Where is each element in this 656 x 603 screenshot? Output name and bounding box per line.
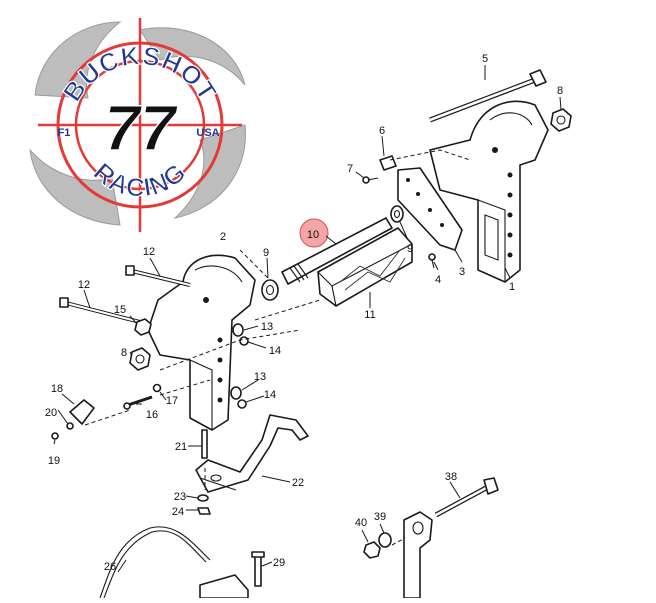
part-5-bolt bbox=[429, 69, 547, 123]
callout-9-right: 9 bbox=[407, 243, 413, 255]
part-11-block bbox=[317, 227, 413, 307]
part-20-washer bbox=[66, 422, 74, 430]
part-21-pin bbox=[201, 429, 208, 459]
part-23-washer bbox=[197, 494, 209, 502]
part-17-nut bbox=[152, 383, 162, 393]
part-39-washer bbox=[378, 532, 392, 548]
logo-number: 77 bbox=[104, 92, 179, 164]
callout-14-lower: 14 bbox=[264, 389, 276, 401]
part-29-bolt bbox=[251, 551, 265, 587]
callout-8-right: 8 bbox=[557, 85, 563, 97]
part-10-tube bbox=[281, 217, 393, 285]
part-9-washer-left bbox=[261, 279, 279, 301]
callout-2: 2 bbox=[220, 231, 226, 243]
callout-4: 4 bbox=[435, 274, 441, 286]
part-lower-housing bbox=[199, 574, 249, 599]
part-14-nut-lower bbox=[237, 399, 247, 409]
callout-24: 24 bbox=[172, 506, 184, 518]
callout-leaders bbox=[53, 65, 562, 573]
part-15-nut bbox=[134, 318, 152, 336]
callout-labels: 5 8 6 7 10 9 3 4 1 2 9 11 12 12 15 8 13 … bbox=[45, 53, 563, 573]
callout-8-left: 8 bbox=[121, 347, 127, 359]
callout-7: 7 bbox=[347, 163, 353, 175]
callout-39: 39 bbox=[374, 511, 386, 523]
callout-21: 21 bbox=[175, 441, 187, 453]
part-8-nut-right bbox=[550, 108, 572, 132]
part-14-nut-upper bbox=[239, 336, 249, 346]
part-40-nut bbox=[363, 541, 381, 559]
callout-3: 3 bbox=[459, 266, 465, 278]
part-1-clamp-bracket bbox=[429, 100, 549, 283]
callout-17: 17 bbox=[166, 395, 178, 407]
part-16-bolt bbox=[123, 395, 153, 410]
part-12-bolt-upper bbox=[125, 265, 191, 287]
callout-18: 18 bbox=[51, 383, 63, 395]
part-10-highlight bbox=[299, 218, 329, 248]
part-22-bracket bbox=[195, 414, 309, 493]
callout-20: 20 bbox=[45, 407, 57, 419]
callout-15: 15 bbox=[114, 304, 126, 316]
callout-13-upper: 13 bbox=[261, 321, 273, 333]
callout-23: 23 bbox=[174, 491, 186, 503]
part-lower-arm bbox=[403, 511, 433, 599]
buckshot-racing-logo: BUCKSHOT RACING 77 F1 USA bbox=[29, 18, 246, 232]
part-38-bolt bbox=[434, 477, 499, 518]
callout-6: 6 bbox=[379, 125, 385, 137]
part-6-clip bbox=[379, 155, 397, 171]
part-19-screw bbox=[51, 432, 59, 440]
part-26-cable bbox=[99, 526, 211, 599]
callout-29: 29 bbox=[273, 557, 285, 569]
logo-right-tag: USA bbox=[196, 127, 219, 139]
logo-swirl bbox=[29, 21, 246, 226]
callout-12-lower: 12 bbox=[78, 279, 90, 291]
callout-38: 38 bbox=[445, 471, 457, 483]
part-24-nut bbox=[197, 507, 211, 515]
callout-11: 11 bbox=[364, 309, 375, 321]
callout-12-upper: 12 bbox=[143, 246, 155, 258]
part-2-clamp-bracket bbox=[147, 254, 256, 431]
part-13-washer-lower bbox=[230, 386, 242, 400]
assembly-lines bbox=[84, 149, 471, 546]
part-18-cover bbox=[69, 399, 95, 425]
callout-40: 40 bbox=[355, 517, 367, 529]
part-9-washer-right bbox=[390, 205, 404, 223]
callout-1: 1 bbox=[509, 281, 515, 293]
callout-26: 26 bbox=[104, 561, 116, 573]
part-8-nut-left bbox=[129, 347, 151, 371]
part-4-bolt bbox=[428, 253, 436, 269]
callout-22: 22 bbox=[292, 477, 304, 489]
logo-left-tag: F1 bbox=[58, 127, 71, 139]
callout-9-left: 9 bbox=[263, 247, 269, 259]
callout-10: 10 bbox=[307, 229, 319, 241]
part-12-bolt-lower bbox=[59, 297, 141, 324]
callout-5: 5 bbox=[482, 53, 488, 65]
callout-14-upper: 14 bbox=[269, 345, 281, 357]
part-7-screw bbox=[362, 176, 379, 184]
part-13-washer-upper bbox=[232, 323, 244, 337]
callout-13-lower: 13 bbox=[254, 371, 266, 383]
callout-16: 16 bbox=[146, 409, 158, 421]
callout-19: 19 bbox=[48, 455, 60, 467]
